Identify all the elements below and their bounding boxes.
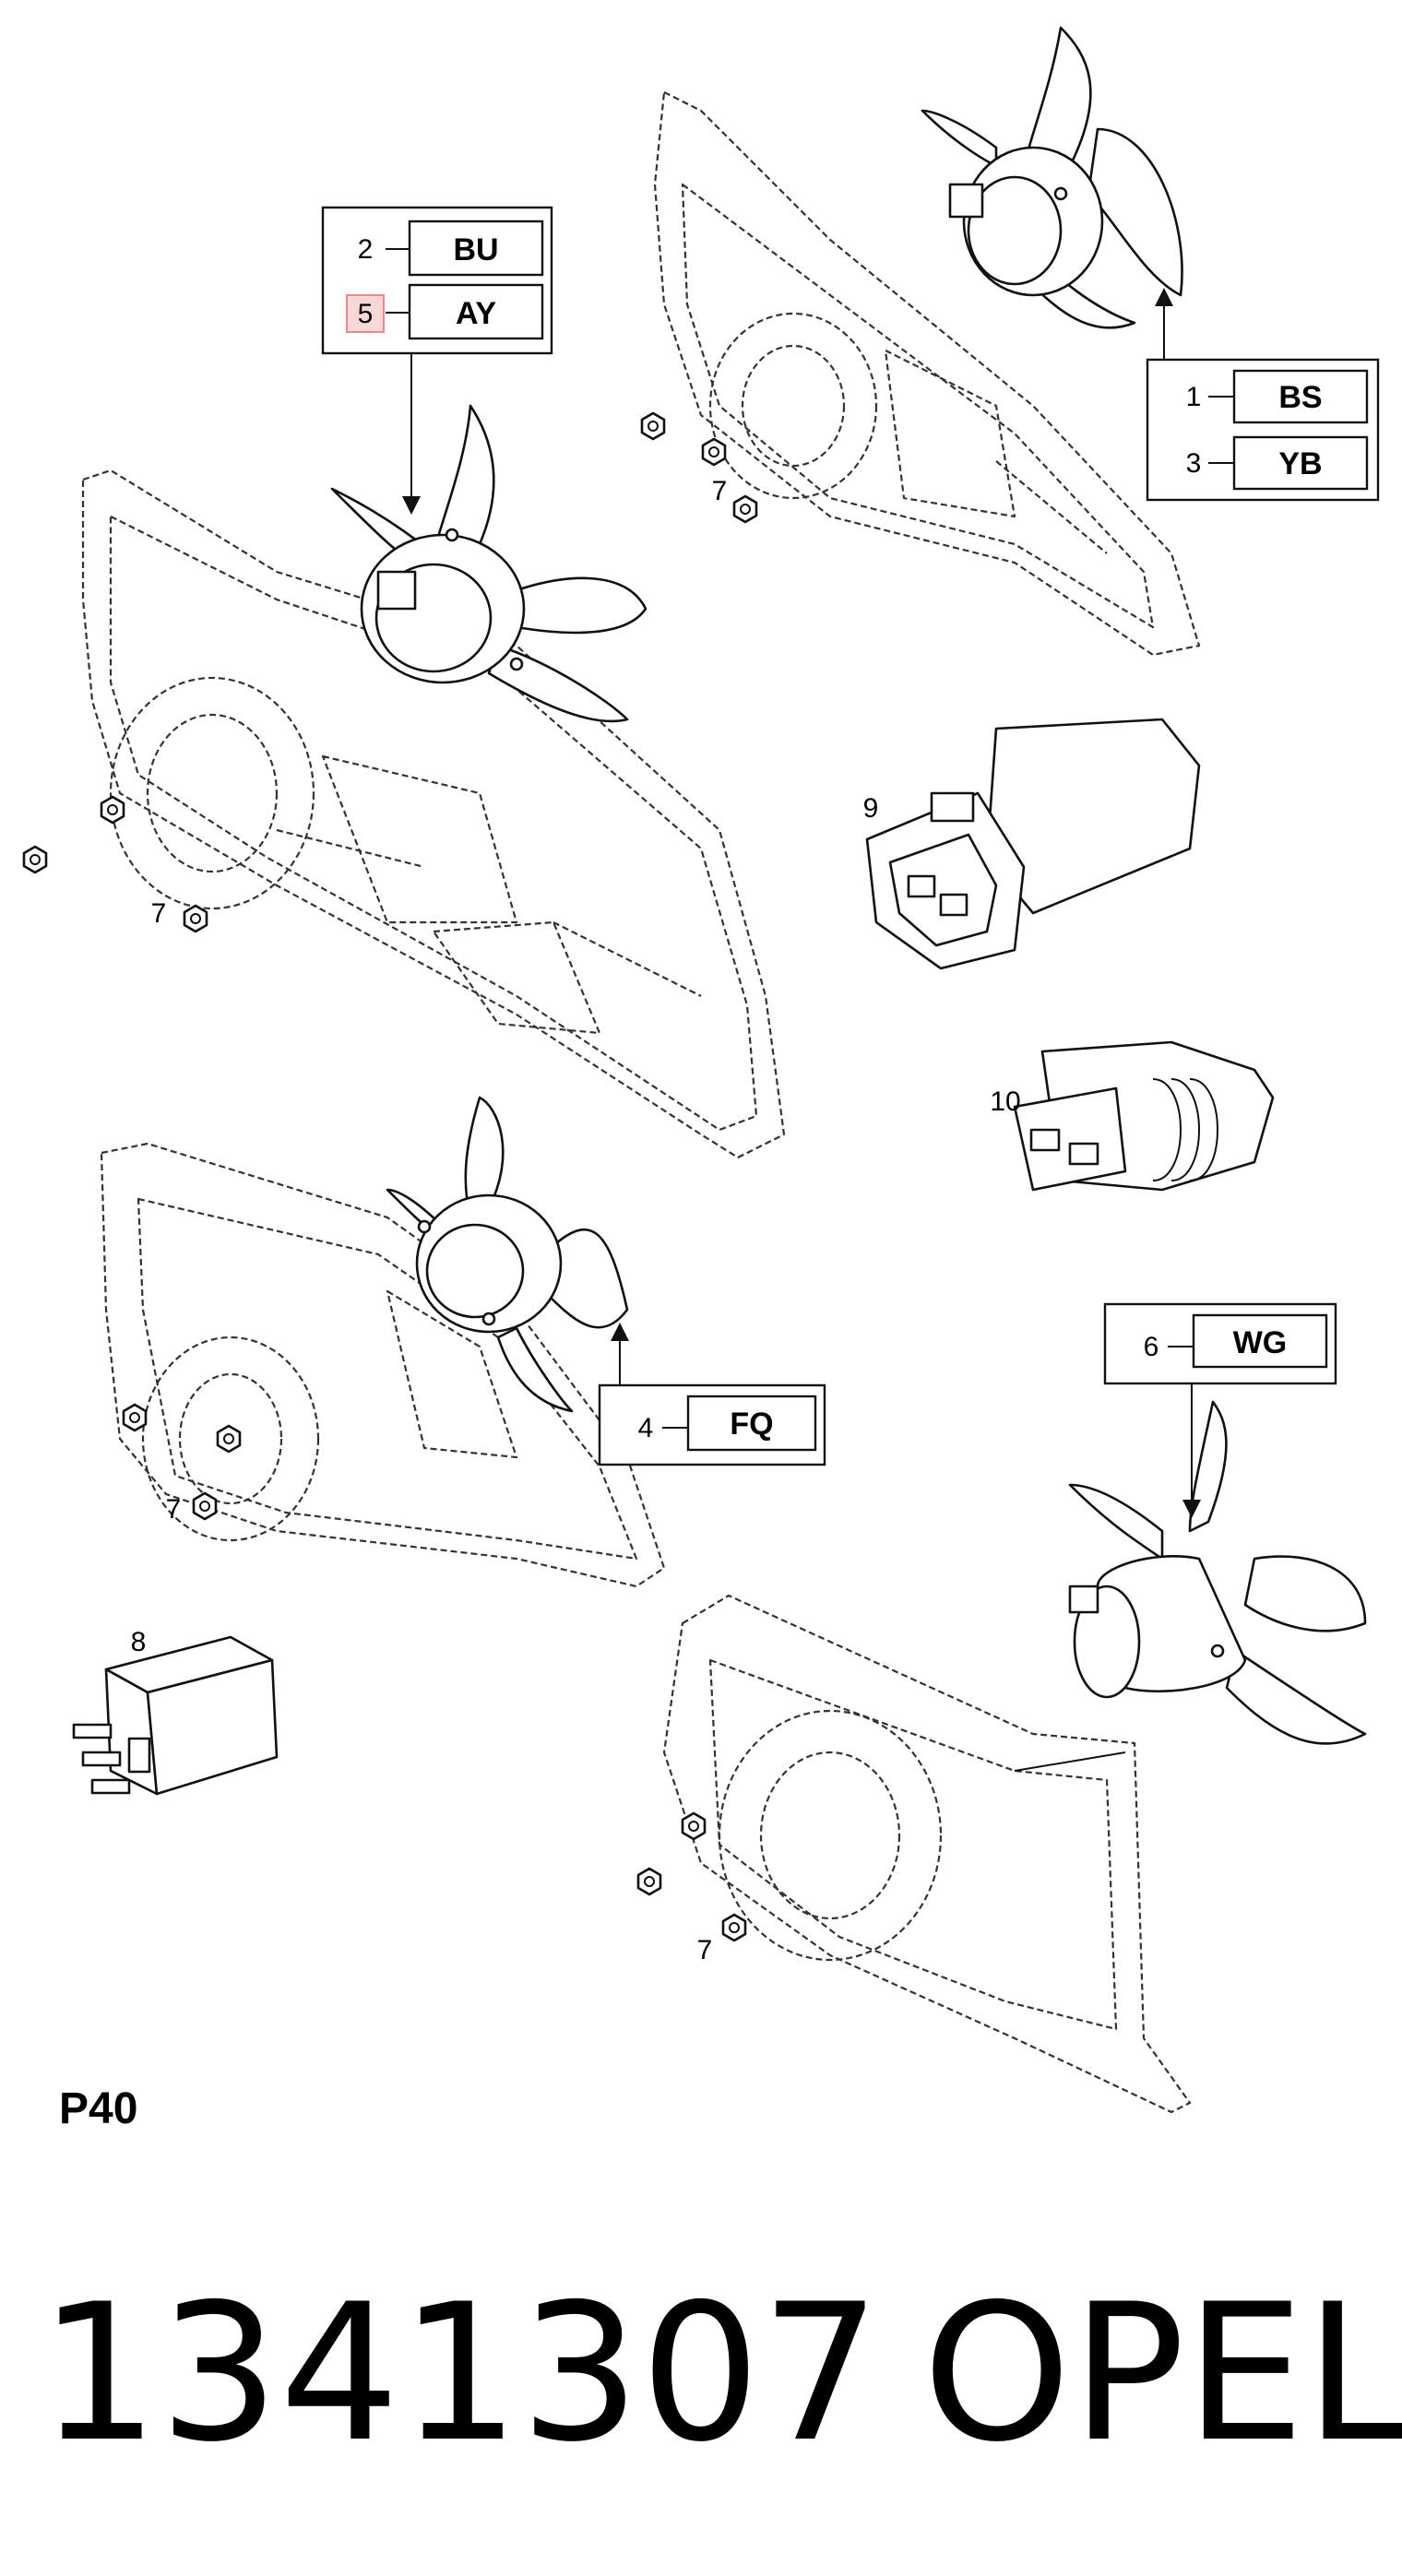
- connector-10: [1013, 1040, 1275, 1192]
- callout-number: 3: [1186, 448, 1202, 479]
- callout-code: FQ: [730, 1407, 773, 1442]
- callout-code: BU: [453, 232, 498, 267]
- fan-shroud-upper-right: [653, 90, 1201, 657]
- fan-motor-assembly-1: [330, 404, 648, 723]
- fan-motor-assembly-4: [1068, 1400, 1367, 1745]
- nut-label: 7: [712, 476, 728, 506]
- callout-code: AY: [456, 296, 496, 331]
- callout-number: 5: [358, 299, 374, 329]
- callout-code: BS: [1278, 380, 1322, 415]
- nut-label: 7: [166, 1494, 182, 1525]
- callout-code: YB: [1278, 446, 1322, 481]
- callout-box-wg: 6 WG: [1103, 1302, 1337, 1518]
- part-number: 1341307: [39, 2264, 881, 2484]
- fan-shroud-middle-left: [100, 1142, 666, 1588]
- relay-8-label: 8: [131, 1627, 147, 1657]
- callout-number: 1: [1186, 382, 1202, 412]
- callout-box-bu-ay: 2 5 BU AY: [321, 206, 553, 515]
- fan-motor-assembly-2: [921, 26, 1183, 329]
- callout-number: 4: [638, 1413, 654, 1443]
- callout-number: 2: [358, 234, 374, 265]
- brand-name: OPEL: [922, 2264, 1402, 2484]
- page-code: P40: [59, 2084, 137, 2133]
- callout-box-bs-yb: 1 3 BS YB: [1146, 288, 1380, 502]
- connector-9: [865, 718, 1201, 970]
- connector-9-label: 9: [863, 793, 879, 824]
- fan-motor-assembly-3: [386, 1096, 629, 1413]
- relay-8: [72, 1635, 279, 1796]
- nuts: [22, 411, 758, 1942]
- callout-number: 6: [1144, 1332, 1159, 1362]
- nut-label: 7: [697, 1935, 713, 1965]
- connector-10-label: 10: [990, 1086, 1020, 1117]
- nut-label: 7: [151, 898, 167, 929]
- highlighted-callout-marker: [346, 294, 385, 333]
- callout-box-fq: 4 FQ: [598, 1323, 826, 1466]
- callout-code: WG: [1233, 1325, 1288, 1360]
- fan-shroud-lower-right: [662, 1594, 1192, 2114]
- part-labels: 7 7 7 7 9 10 8: [131, 476, 1021, 1965]
